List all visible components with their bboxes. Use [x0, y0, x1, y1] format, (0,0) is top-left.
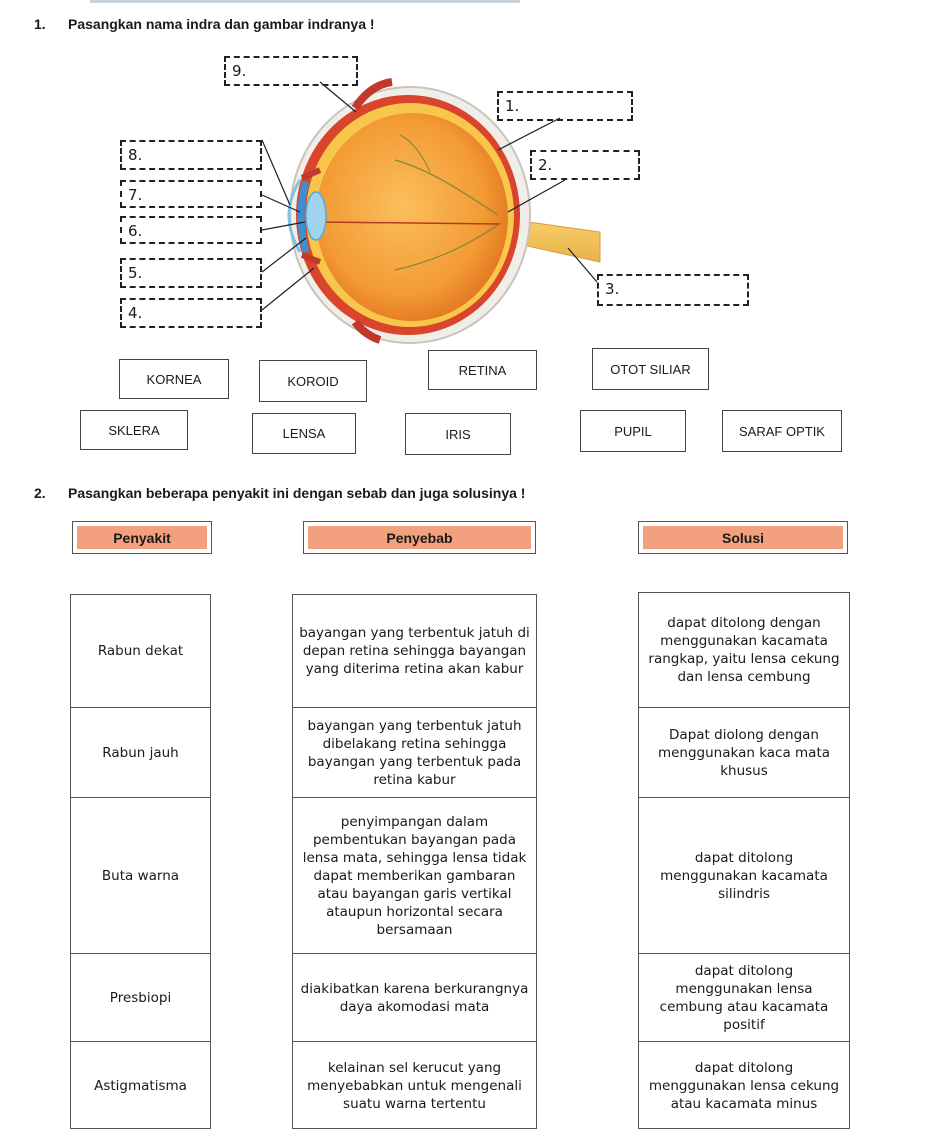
cell-penyakit[interactable]: Buta warna: [71, 797, 210, 953]
cell-penyakit[interactable]: Rabun dekat: [97, 643, 184, 659]
word-box-otot-siliar[interactable]: OTOT SILIAR: [592, 348, 709, 390]
label-box-4[interactable]: 4.: [120, 298, 262, 328]
iris-shape: [297, 180, 310, 253]
question-text: Pasangkan nama indra dan gambar indranya…: [68, 16, 375, 32]
column-penyebab: bayangan yang terbentuk jatuh di depan r…: [292, 594, 537, 1129]
cell-penyakit[interactable]: Astigmatisma: [71, 1041, 210, 1129]
label-box-6[interactable]: 6.: [120, 216, 262, 244]
header-solusi: Solusi: [638, 521, 848, 554]
label-box-5[interactable]: 5.: [120, 258, 262, 288]
question-2-title: 2. Pasangkan beberapa penyakit ini dengan…: [34, 485, 525, 501]
word-box-pupil[interactable]: PUPIL: [580, 410, 686, 452]
cell-penyebab[interactable]: kelainan sel kerucut yang menyebabkan un…: [293, 1041, 536, 1129]
muscle-bottom-shape: [351, 319, 382, 344]
label-box-2[interactable]: 2.: [530, 150, 640, 180]
question-1-title: 1. Pasangkan nama indra dan gambar indran…: [34, 16, 375, 32]
word-box-retina[interactable]: RETINA: [428, 350, 537, 390]
cell-penyebab[interactable]: bayangan yang terbentuk jatuh dibelakang…: [293, 707, 536, 797]
cell-solusi[interactable]: Dapat diolong dengan menggunakan kaca ma…: [639, 707, 849, 797]
lens-shape: [305, 191, 327, 241]
label-box-3[interactable]: 3.: [597, 274, 749, 306]
word-box-iris[interactable]: IRIS: [405, 413, 511, 455]
header-penyakit-label: Penyakit: [77, 526, 207, 549]
column-penyakit: Rabun dekat Rabun jauh Buta warna Presbi…: [70, 594, 211, 1129]
question-number: 2.: [34, 485, 46, 501]
label-box-7[interactable]: 7.: [120, 180, 262, 208]
header-penyebab-label: Penyebab: [308, 526, 531, 549]
label-box-9[interactable]: 9.: [224, 56, 358, 86]
header-penyebab: Penyebab: [303, 521, 536, 554]
muscle-top-shape: [351, 78, 393, 111]
cell-penyebab[interactable]: penyimpangan dalam pembentukan bayangan …: [293, 797, 536, 953]
header-penyakit: Penyakit: [72, 521, 212, 554]
cell-penyakit[interactable]: Rabun jauh: [71, 707, 210, 797]
word-box-saraf-optik[interactable]: SARAF OPTIK: [722, 410, 842, 452]
label-box-1[interactable]: 1.: [497, 91, 633, 121]
cell-penyakit[interactable]: Presbiopi: [71, 953, 210, 1041]
word-box-koroid[interactable]: KOROID: [259, 360, 367, 402]
question-number: 1.: [34, 16, 46, 32]
question-text: Pasangkan beberapa penyakit ini dengan s…: [68, 485, 526, 501]
header-solusi-label: Solusi: [643, 526, 843, 549]
cell-solusi[interactable]: dapat ditolong dengan menggunakan kacama…: [648, 615, 840, 685]
eye-anatomy-illustration: [261, 78, 601, 344]
column-solusi: dapat ditolong dengan menggunakan kacama…: [638, 592, 850, 1129]
cell-solusi[interactable]: dapat ditolong menggunakan lensa cembung…: [639, 953, 849, 1041]
top-divider: [90, 0, 520, 3]
word-box-sklera[interactable]: SKLERA: [80, 410, 188, 450]
vitreous-shape: [316, 113, 508, 321]
word-box-lensa[interactable]: LENSA: [252, 413, 356, 454]
label-box-8[interactable]: 8.: [120, 140, 262, 170]
cell-penyebab[interactable]: bayangan yang terbentuk jatuh di depan r…: [299, 625, 530, 677]
word-box-kornea[interactable]: KORNEA: [119, 359, 229, 399]
cell-solusi[interactable]: dapat ditolong menggunakan kacamata sili…: [639, 797, 849, 953]
cell-solusi[interactable]: dapat ditolong menggunakan lensa cekung …: [639, 1041, 849, 1129]
cell-penyebab[interactable]: diakibatkan karena berkurangnya daya ako…: [293, 953, 536, 1041]
